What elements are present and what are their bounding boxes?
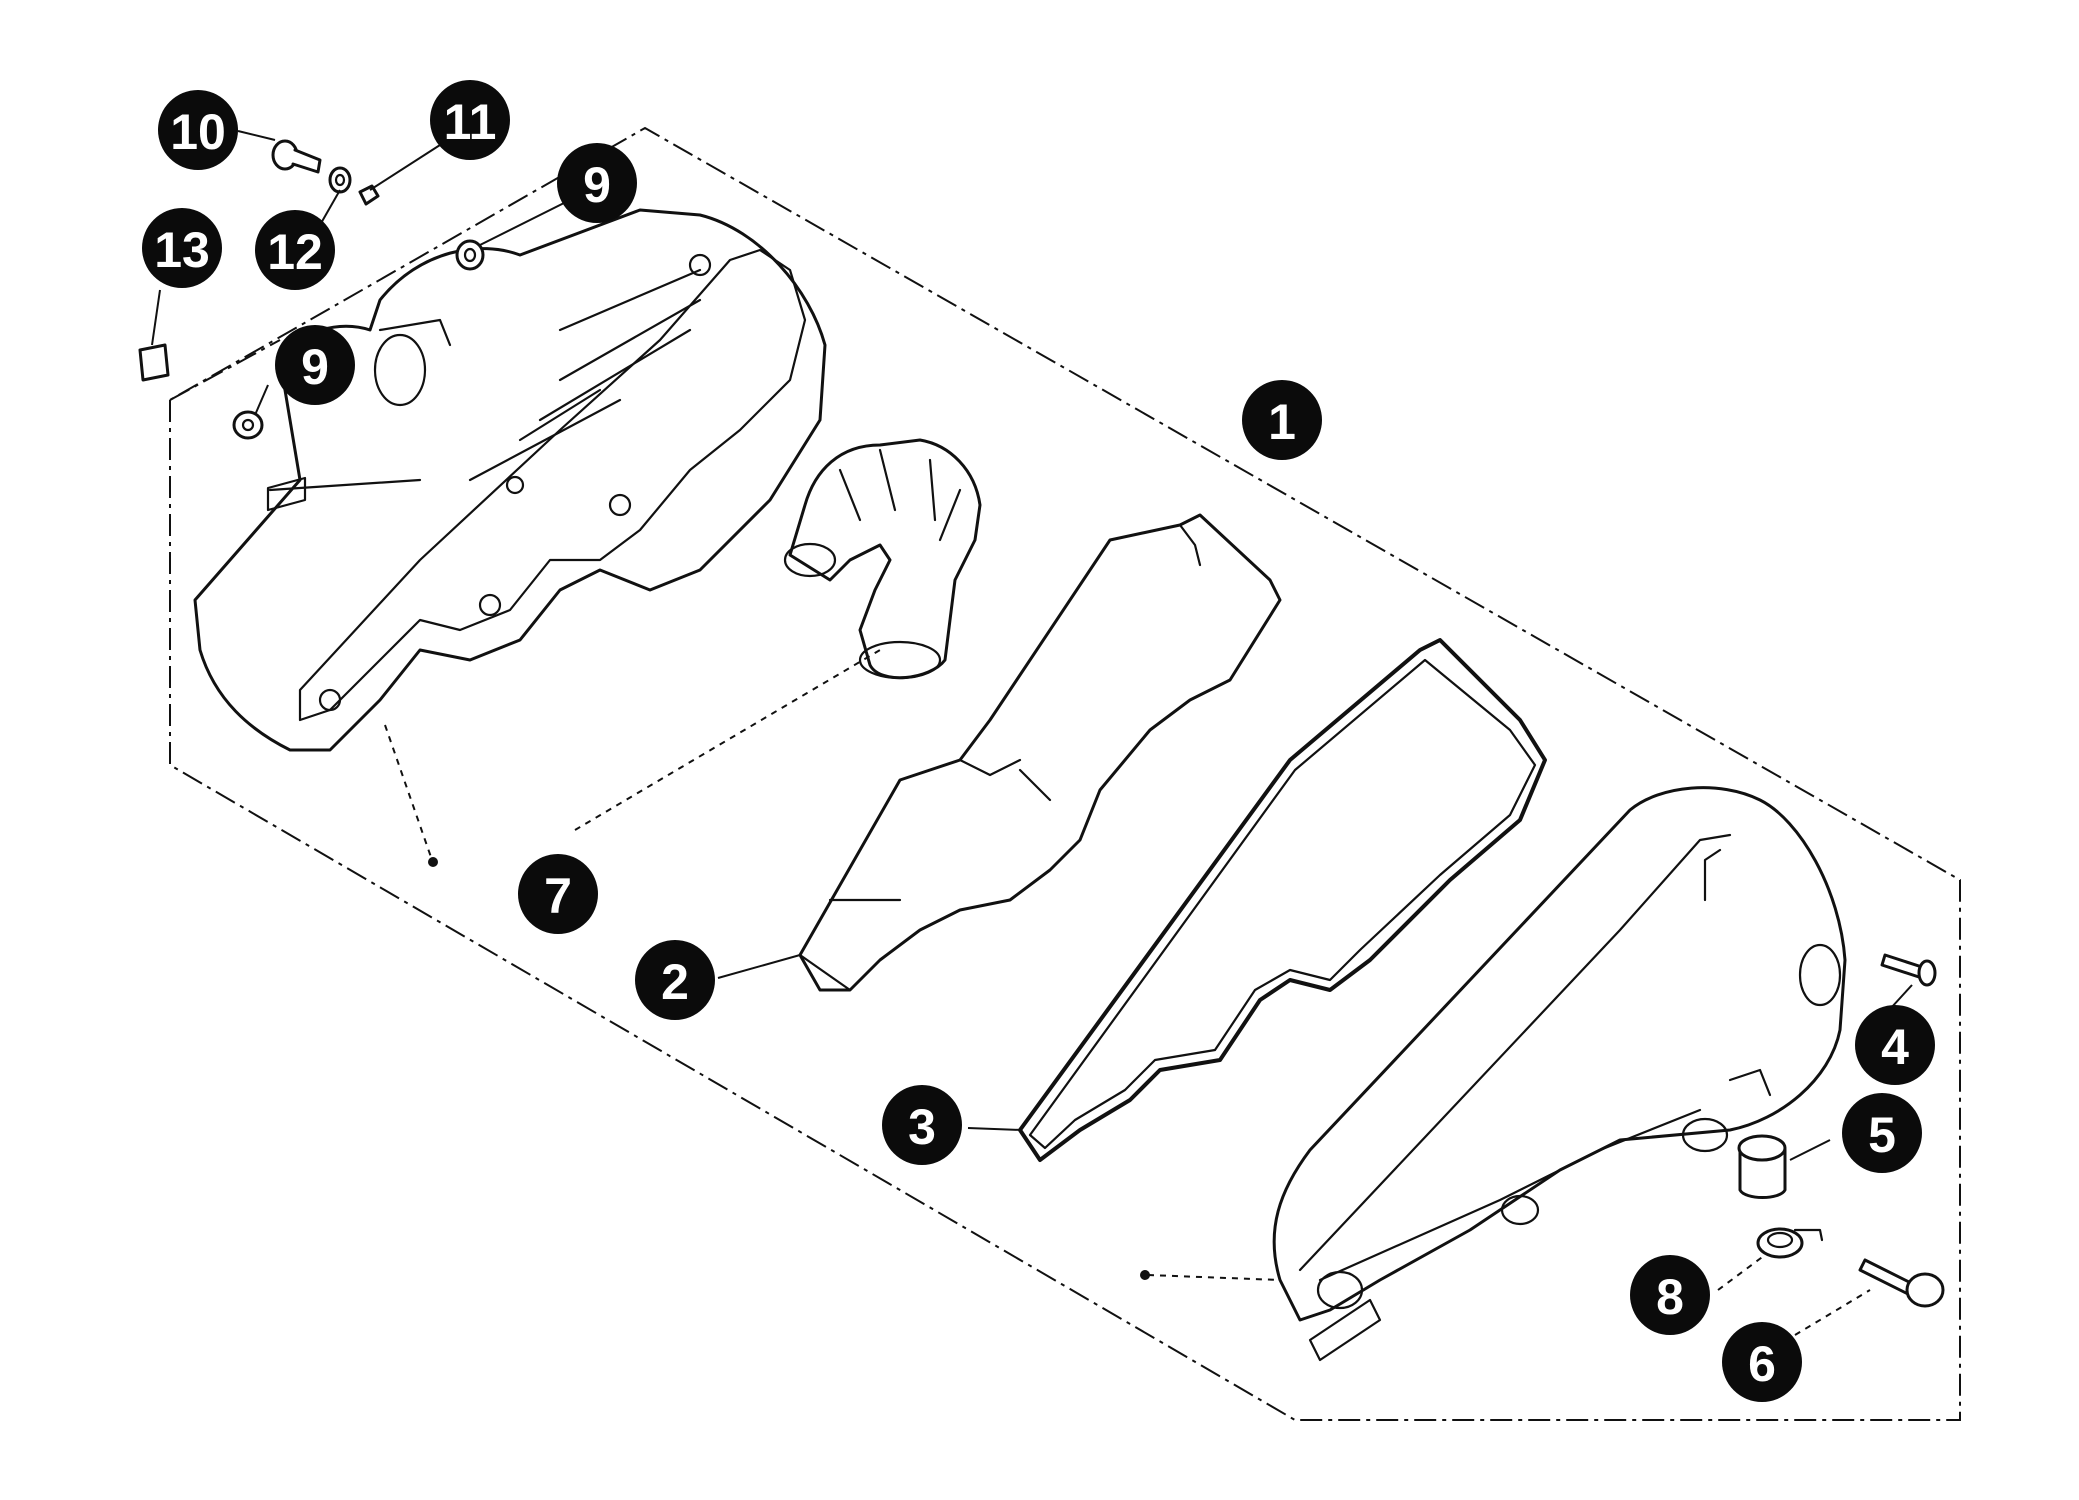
callout-10: 10 <box>158 90 238 170</box>
callout-9-lower-label: 9 <box>301 339 329 395</box>
callout-3: 3 <box>882 1085 962 1165</box>
callout-12-label: 12 <box>267 224 323 280</box>
callout-13-label: 13 <box>154 222 210 278</box>
callout-6-label: 6 <box>1748 1336 1776 1392</box>
clamp-8 <box>1756 1227 1824 1259</box>
callout-9-upper: 9 <box>557 143 637 223</box>
bolt-10 <box>271 139 322 174</box>
gasket <box>1018 638 1547 1162</box>
callout-10-label: 10 <box>170 104 226 160</box>
callout-6: 6 <box>1722 1322 1802 1402</box>
plug-5 <box>1737 1134 1787 1199</box>
callout-11: 11 <box>430 80 510 160</box>
callout-3-label: 3 <box>908 1099 936 1155</box>
clip-13 <box>138 343 170 382</box>
callout-12: 12 <box>255 210 335 290</box>
callout-8: 8 <box>1630 1255 1710 1335</box>
nut-11 <box>358 184 380 206</box>
callout-11-label: 11 <box>444 94 497 150</box>
airbox-upper-cover <box>1272 786 1847 1362</box>
callout-4: 4 <box>1855 1005 1935 1085</box>
grommet-9-upper <box>455 239 485 271</box>
assembly-boundary <box>169 126 1961 1421</box>
grommet-9-lower <box>232 410 264 440</box>
callout-2-label: 2 <box>661 954 689 1010</box>
washer-12 <box>328 166 352 194</box>
callout-2: 2 <box>635 940 715 1020</box>
leader-lines <box>151 130 1913 1336</box>
callout-9-lower: 9 <box>275 325 355 405</box>
hardware-parts <box>138 139 1945 1308</box>
callout-1-label: 1 <box>1268 394 1296 450</box>
callout-1: 1 <box>1242 380 1322 460</box>
callout-8-label: 8 <box>1656 1269 1684 1325</box>
callout-5-label: 5 <box>1868 1107 1896 1163</box>
callout-4-label: 4 <box>1881 1019 1909 1075</box>
callout-9-upper-label: 9 <box>583 157 611 213</box>
intake-elbow <box>783 438 982 680</box>
air-filter-element <box>798 513 1282 992</box>
callout-13: 13 <box>142 208 222 288</box>
callout-7-label: 7 <box>544 868 572 924</box>
drain-screw-6 <box>1858 1258 1945 1308</box>
callout-5: 5 <box>1842 1093 1922 1173</box>
airbox-lower-housing <box>193 208 827 752</box>
callout-7: 7 <box>518 854 598 934</box>
